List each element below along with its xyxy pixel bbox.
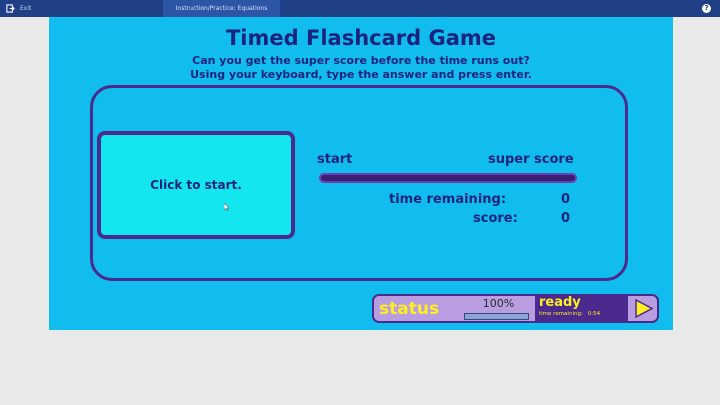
game-subtitle-1: Can you get the super score before the t… [192, 54, 530, 67]
exit-button[interactable]: Exit [6, 2, 31, 15]
time-remaining-label: time remaining: [389, 192, 507, 207]
status-bar: status 100% ready time remaining: 0:54 [372, 294, 659, 323]
status-progress-fill [465, 314, 528, 319]
tab-instruction-practice[interactable]: Instruction/Practice: Equations [163, 0, 280, 17]
game-title: Timed Flashcard Game [225, 26, 496, 50]
ready-panel: ready time remaining: 0:54 [535, 295, 628, 321]
game-panel [90, 85, 628, 281]
game-subtitle-2: Using your keyboard, type the answer and… [190, 68, 532, 81]
help-icon[interactable]: ? [702, 4, 711, 13]
status-time-remaining: time remaining: 0:54 [539, 311, 600, 317]
super-score-label: super score [488, 152, 574, 167]
flashcard-start-button[interactable]: Click to start. [97, 131, 295, 239]
status-time-remaining-value: 0:54 [587, 311, 601, 317]
score-progress-bar [319, 173, 577, 183]
status-percent: 100% [482, 297, 515, 310]
exit-label: Exit [20, 5, 32, 12]
status-label: status [379, 299, 440, 319]
status-time-remaining-label: time remaining: [539, 311, 583, 317]
flashcard-text: Click to start. [150, 178, 242, 192]
score-label: score: [473, 211, 518, 226]
exit-icon [6, 4, 15, 13]
time-remaining-value: 0 [561, 192, 571, 207]
mouse-cursor-icon [224, 203, 229, 211]
score-value: 0 [561, 211, 571, 226]
top-bar: Exit Instruction/Practice: Equations ? [0, 0, 720, 17]
play-arrow-icon[interactable] [632, 296, 656, 321]
status-progress-bar [464, 313, 529, 320]
ready-label: ready [539, 295, 581, 310]
start-label: start [317, 152, 353, 167]
